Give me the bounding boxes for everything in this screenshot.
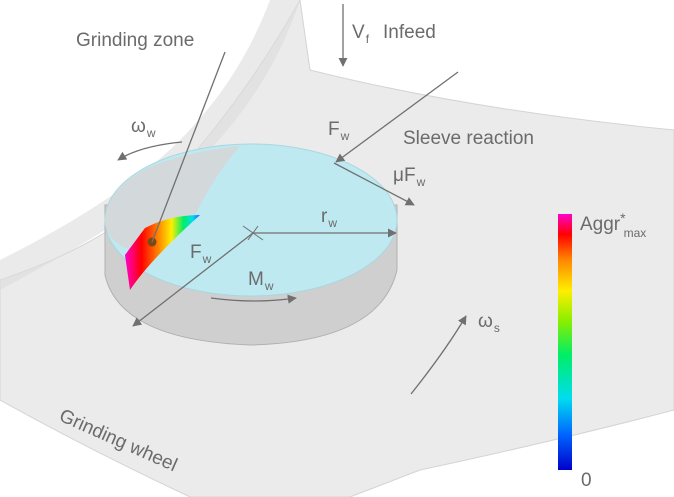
mu-fw-label: μFw	[393, 165, 426, 189]
infeed-label: Infeed	[383, 22, 436, 43]
sleeve-reaction-label: Sleeve reaction	[403, 128, 534, 149]
fw-left-arrow	[132, 232, 254, 327]
mw-arrow	[210, 294, 297, 304]
omega-s-label: ωs	[478, 311, 500, 335]
fw-left-label: Fw	[190, 242, 212, 266]
colorbar	[558, 214, 572, 470]
colorbar-min-label: 0	[581, 470, 592, 491]
grinding-zone-pointer	[151, 51, 226, 243]
colorbar-title: Aggr*max	[580, 210, 646, 240]
workpiece-top-shadow	[105, 146, 240, 250]
omega-w-label: ωw	[131, 116, 156, 140]
grinding-zone-label: Grinding zone	[76, 30, 194, 51]
rw-label: rw	[321, 206, 337, 230]
grinding-wheel-rear	[0, 0, 300, 290]
omega-w-arrow	[117, 141, 183, 161]
grinding-zone-patch	[125, 215, 200, 290]
omega-s-arrow	[410, 315, 467, 395]
fw-sleeve-arrow	[335, 71, 459, 163]
fw-top-label: Fw	[328, 119, 350, 143]
mw-label: Mw	[248, 269, 274, 293]
vf-label: Vf	[352, 22, 370, 46]
mu-fw-arrow	[333, 162, 415, 206]
